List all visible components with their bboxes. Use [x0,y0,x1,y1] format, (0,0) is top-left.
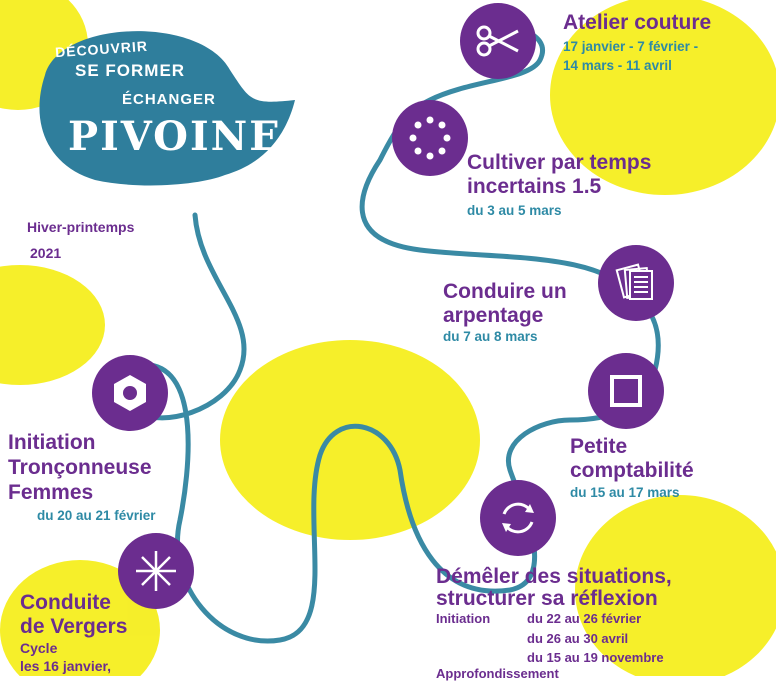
cultiver-title-2: incertains 1.5 [467,175,602,198]
yellow-blob-bottom-left [0,560,160,676]
season-line1: Hiver-printemps [27,219,135,235]
arpentage-title-2: arpentage [443,304,544,327]
compta-title-1: Petite [570,435,628,458]
logo-brand: PIVOINE [68,113,282,160]
tronconneuse-title-2: Tronçonneuse [8,456,152,479]
vergers-title-1: Conduite [20,591,111,614]
yellow-blob-left [0,265,105,385]
demeler-date-3: du 15 au 19 novembre [527,650,664,665]
tronconneuse-title-1: Initiation [8,431,96,454]
demeler-date-2: du 26 au 30 avril [527,631,629,646]
demeler-icon-circle [480,480,556,556]
seed-ring-icon [409,116,451,160]
square-icon [610,375,642,407]
vergers-title-2: de Vergers [20,615,128,638]
yellow-blob-center [220,340,480,540]
cultiver-icon-circle [392,100,468,176]
demeler-title-2: structurer sa réflexion [436,587,658,610]
demeler-title-1: Démêler des situations, [436,565,672,588]
arpentage-dates: du 7 au 8 mars [443,329,538,344]
vergers-sub-1: Cycle [20,640,58,656]
demeler-label-approf: Approfondissement [436,666,559,681]
tronconneuse-dates: du 20 au 21 février [37,508,156,523]
cycle-arrows-icon [502,502,534,534]
tronconneuse-title-3: Femmes [8,481,94,504]
demeler-label-initiation: Initiation [436,611,491,626]
cultiver-dates: du 3 au 5 mars [467,203,562,218]
cultiver-title-1: Cultiver par temps [467,151,652,174]
logo-line2: SE FORMER [75,61,186,80]
arpentage-title-1: Conduire un [443,280,567,303]
vergers-icon-circle [118,533,194,609]
couture-title: Atelier couture [563,11,712,34]
hex-nut-icon [114,375,146,411]
vergers-sub-2: les 16 janvier, [20,658,112,674]
compta-icon-circle [588,353,664,429]
couture-dates-2: 14 mars - 11 avril [563,58,672,73]
scissors-icon [476,25,519,57]
couture-dates-1: 17 janvier - 7 février - [563,39,699,54]
logo-bubble [39,31,296,186]
couture-icon-circle [460,3,536,79]
compta-dates: du 15 au 17 mars [570,485,680,500]
compta-title-2: comptabilité [570,459,694,482]
arpentage-icon-circle [598,245,674,321]
season-line2: 2021 [30,245,62,261]
snowflake-icon [136,551,176,591]
logo-line3: ÉCHANGER [122,91,216,108]
yellow-blob-bottom-right [575,495,776,676]
yellow-blob-top-right [550,0,776,195]
tronconneuse-icon-circle [92,355,168,431]
documents-icon [615,263,653,300]
demeler-date-1: du 22 au 26 février [527,611,642,626]
